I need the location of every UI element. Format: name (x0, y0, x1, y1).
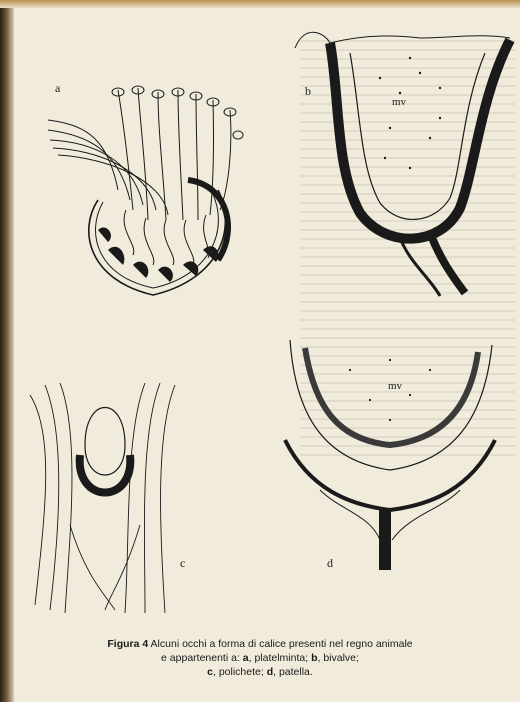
caption-b-name: , bivalve; (318, 652, 359, 664)
panel-label-c: c (180, 556, 185, 571)
caption-line-3: c, polichete; d, patella. (40, 665, 480, 679)
caption-figure-label: Figura 4 (107, 638, 148, 650)
caption-line2-pre: e appartenenti a: (161, 652, 243, 664)
page-top-edge (0, 0, 520, 8)
panel-label-b: b (305, 84, 311, 99)
page-gutter-shadow (0, 0, 14, 702)
caption-d-name: , patella. (273, 666, 313, 678)
caption-a-name: , platelminta; (249, 652, 311, 664)
caption-line1-text: Alcuni occhi a forma di calice presenti … (148, 638, 412, 650)
panel-label-d: d (327, 556, 333, 571)
mv-label-d: mv (388, 380, 402, 392)
figure-c-drawing (25, 375, 180, 615)
mv-label-b: mv (392, 96, 406, 108)
caption-line-1: Figura 4 Alcuni occhi a forma di calice … (40, 637, 480, 651)
figure-b-drawing (290, 18, 515, 298)
caption-line-2: e appartenenti a: a, platelminta; b, biv… (40, 651, 480, 665)
caption-c-name: , polichete; (213, 666, 267, 678)
panel-label-a: a (55, 81, 60, 96)
figure-a-drawing (38, 80, 268, 310)
figure-caption: Figura 4 Alcuni occhi a forma di calice … (40, 637, 480, 679)
figure-d-drawing (280, 330, 505, 575)
